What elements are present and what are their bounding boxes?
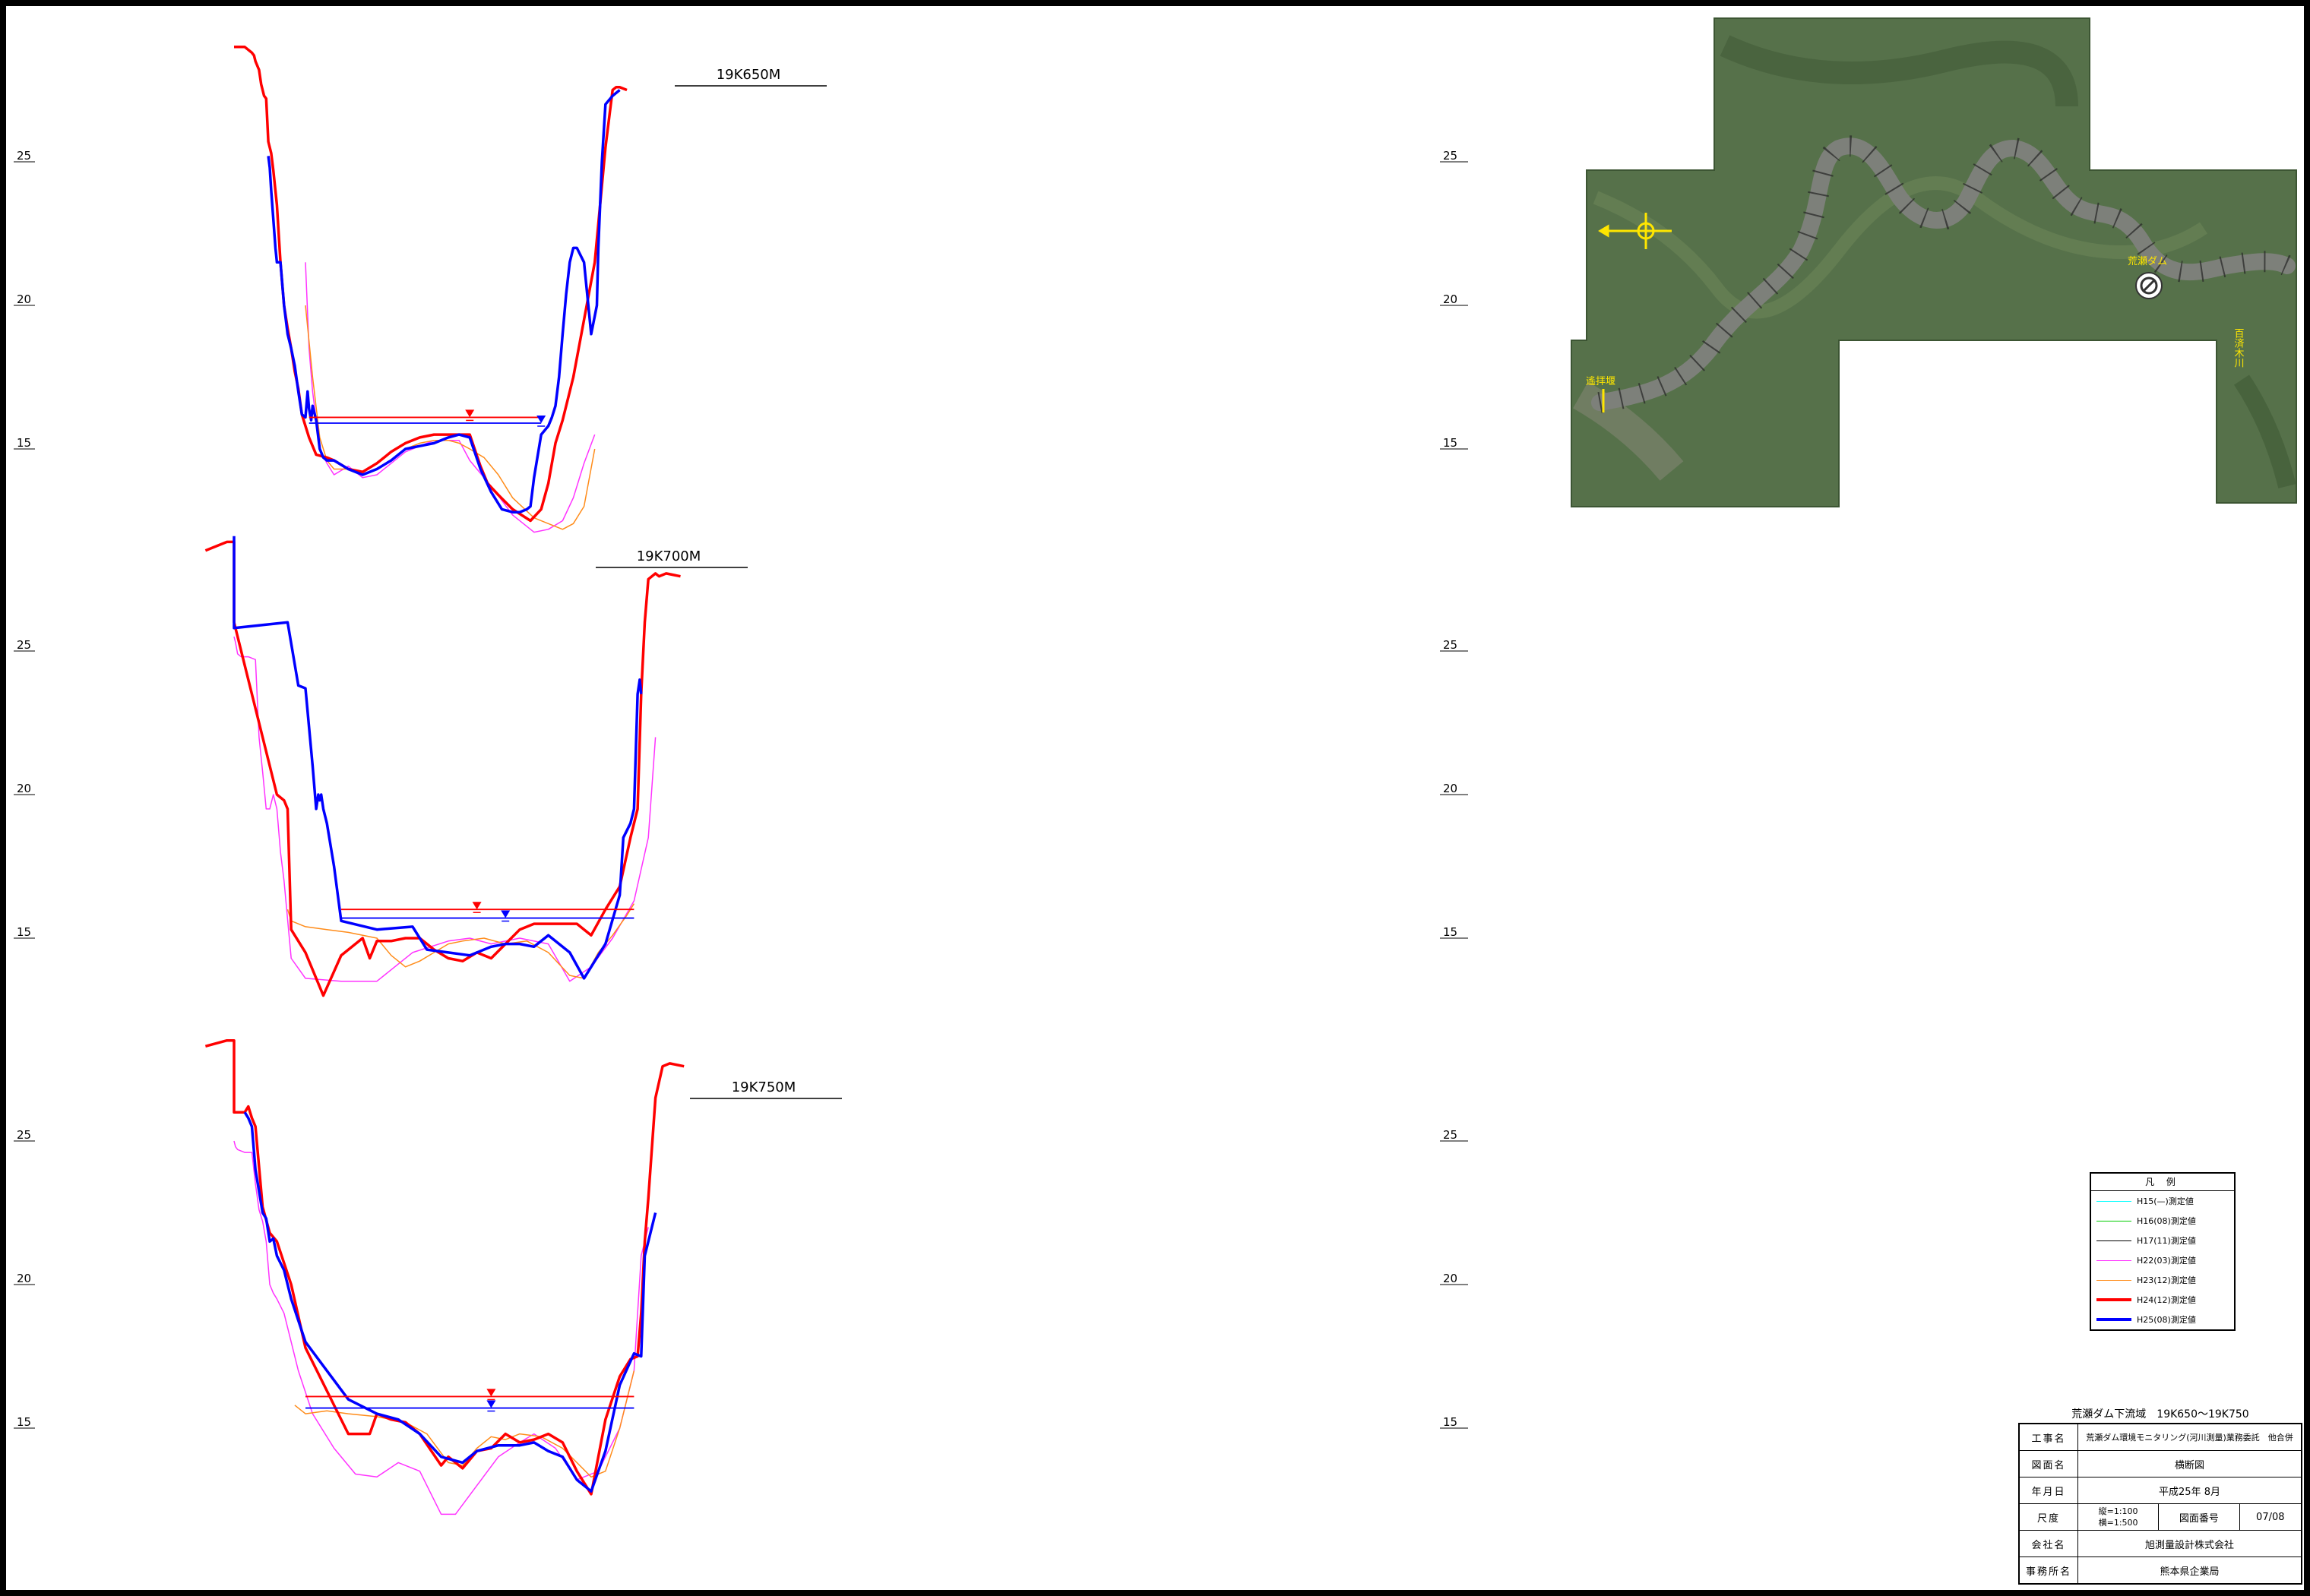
legend-item: H22(03)測定値 — [2091, 1250, 2234, 1270]
scale-horizontal: 横=1:500 — [2098, 1518, 2138, 1528]
y-tick-label-left: 15 — [17, 925, 31, 939]
cross-section-1: 19K650M 25 25 20 20 15 15 — [14, 46, 1468, 533]
y-tick-label-right: 15 — [1443, 925, 1457, 939]
legend-swatch — [2091, 1279, 2137, 1281]
scale-vertical: 縦=1:100 — [2098, 1506, 2138, 1516]
title-block: 荒瀬ダム下流域 19K650〜19K750 工事名 荒瀬ダム環境モニタリング(河… — [2018, 1406, 2302, 1585]
legend-swatch — [2091, 1298, 2137, 1301]
date-label: 年月日 — [2018, 1477, 2078, 1504]
y-tick-label-right: 15 — [1443, 436, 1457, 450]
title-block-table: 工事名 荒瀬ダム環境モニタリング(河川測量)業務委託 他合併 図面名 横断図 年… — [2018, 1423, 2302, 1585]
legend-swatch — [2091, 1259, 2137, 1261]
water-level-marker — [486, 1400, 496, 1408]
section-title: 19K750M — [732, 1079, 796, 1095]
legend-swatch-line — [2096, 1200, 2131, 1202]
legend-swatch — [2091, 1240, 2137, 1241]
series-line-h2508 — [233, 536, 643, 980]
series-line-h2508 — [267, 89, 621, 514]
legend-label: H17(11)測定値 — [2137, 1236, 2196, 1246]
legend-item: H15(—)測定値 — [2091, 1191, 2234, 1211]
cross-section-2: 19K700M 25 25 20 20 15 15 — [14, 536, 1468, 997]
legend-swatch-line — [2096, 1318, 2131, 1321]
legend-item: H23(12)測定値 — [2091, 1270, 2234, 1290]
series-line-h2203 — [233, 1140, 649, 1515]
series-line-h2203 — [233, 636, 657, 982]
legend-label: H23(12)測定値 — [2137, 1275, 2196, 1285]
y-tick-label-left: 25 — [17, 1128, 31, 1142]
y-tick-label-right: 25 — [1443, 149, 1457, 163]
title-block-caption: 荒瀬ダム下流域 19K650〜19K750 — [2071, 1408, 2249, 1421]
project-label: 工事名 — [2018, 1423, 2078, 1451]
series-line-h2203 — [305, 262, 596, 533]
legend-label: H22(03)測定値 — [2137, 1256, 2196, 1266]
legend-item: H25(08)測定値 — [2091, 1310, 2234, 1329]
office-value: 熊本県企業局 — [2077, 1556, 2302, 1585]
cross-section-3: 19K750M 25 25 20 20 15 15 — [14, 1038, 1468, 1515]
legend-header: 凡 例 — [2091, 1174, 2234, 1191]
legend-swatch-line — [2096, 1279, 2131, 1281]
legend-swatch — [2091, 1318, 2137, 1321]
legend-label: H24(12)測定値 — [2137, 1295, 2196, 1305]
y-tick-label-left: 15 — [17, 1415, 31, 1429]
legend-item: H16(08)測定値 — [2091, 1211, 2234, 1231]
y-tick-label-left: 20 — [17, 1272, 31, 1285]
legend-swatch — [2091, 1200, 2137, 1202]
y-tick-label-left: 25 — [17, 638, 31, 652]
project-value: 荒瀬ダム環境モニタリング(河川測量)業務委託 他合併 — [2077, 1423, 2302, 1451]
legend-swatch-line — [2096, 1298, 2131, 1301]
y-tick-label-left: 25 — [17, 149, 31, 163]
water-level-marker — [486, 1389, 496, 1397]
company-value: 旭測量設計株式会社 — [2077, 1530, 2302, 1557]
number-label: 図面番号 — [2158, 1503, 2240, 1531]
legend-rows: H15(—)測定値 H16(08)測定値 H17(11)測定値 H22(03)測定値 H… — [2091, 1191, 2234, 1329]
y-tick-label-left: 20 — [17, 782, 31, 795]
legend-swatch-line — [2096, 1259, 2131, 1261]
series-line-h2412 — [204, 1038, 685, 1496]
y-tick-label-left: 15 — [17, 436, 31, 450]
legend-label: H16(08)測定値 — [2137, 1216, 2196, 1226]
water-level-marker — [465, 409, 475, 418]
number-value: 07/08 — [2239, 1503, 2302, 1531]
scale-value: 縦=1:100 横=1:500 — [2077, 1503, 2160, 1531]
drawing-value: 横断図 — [2077, 1450, 2302, 1477]
series-line-h2312 — [294, 1370, 635, 1478]
water-level-marker — [472, 902, 482, 910]
legend-label: H25(08)測定値 — [2137, 1315, 2196, 1325]
y-tick-label-right: 20 — [1443, 782, 1457, 795]
y-tick-label-right: 25 — [1443, 1128, 1457, 1142]
drawing-label: 図面名 — [2018, 1450, 2078, 1477]
y-tick-label-right: 15 — [1443, 1415, 1457, 1429]
legend: 凡 例 H15(—)測定値 H16(08)測定値 H17(11)測定値 H22(03)… — [2090, 1172, 2236, 1331]
legend-swatch-line — [2096, 1240, 2131, 1241]
water-level-marker — [501, 910, 511, 918]
legend-label: H15(—)測定値 — [2137, 1196, 2194, 1206]
y-tick-label-right: 20 — [1443, 1272, 1457, 1285]
y-tick-label-right: 20 — [1443, 292, 1457, 306]
series-line-h2508 — [243, 1111, 657, 1493]
legend-item: H24(12)測定値 — [2091, 1290, 2234, 1310]
date-value: 平成25年 8月 — [2077, 1477, 2302, 1504]
company-label: 会社名 — [2018, 1530, 2078, 1557]
scale-label: 尺度 — [2018, 1503, 2078, 1531]
y-tick-label-left: 20 — [17, 292, 31, 306]
section-title: 19K650M — [717, 67, 781, 83]
y-tick-label-right: 25 — [1443, 638, 1457, 652]
water-level-marker — [536, 415, 546, 423]
office-label: 事務所名 — [2018, 1556, 2078, 1585]
section-title: 19K700M — [637, 548, 701, 564]
legend-item: H17(11)測定値 — [2091, 1231, 2234, 1250]
